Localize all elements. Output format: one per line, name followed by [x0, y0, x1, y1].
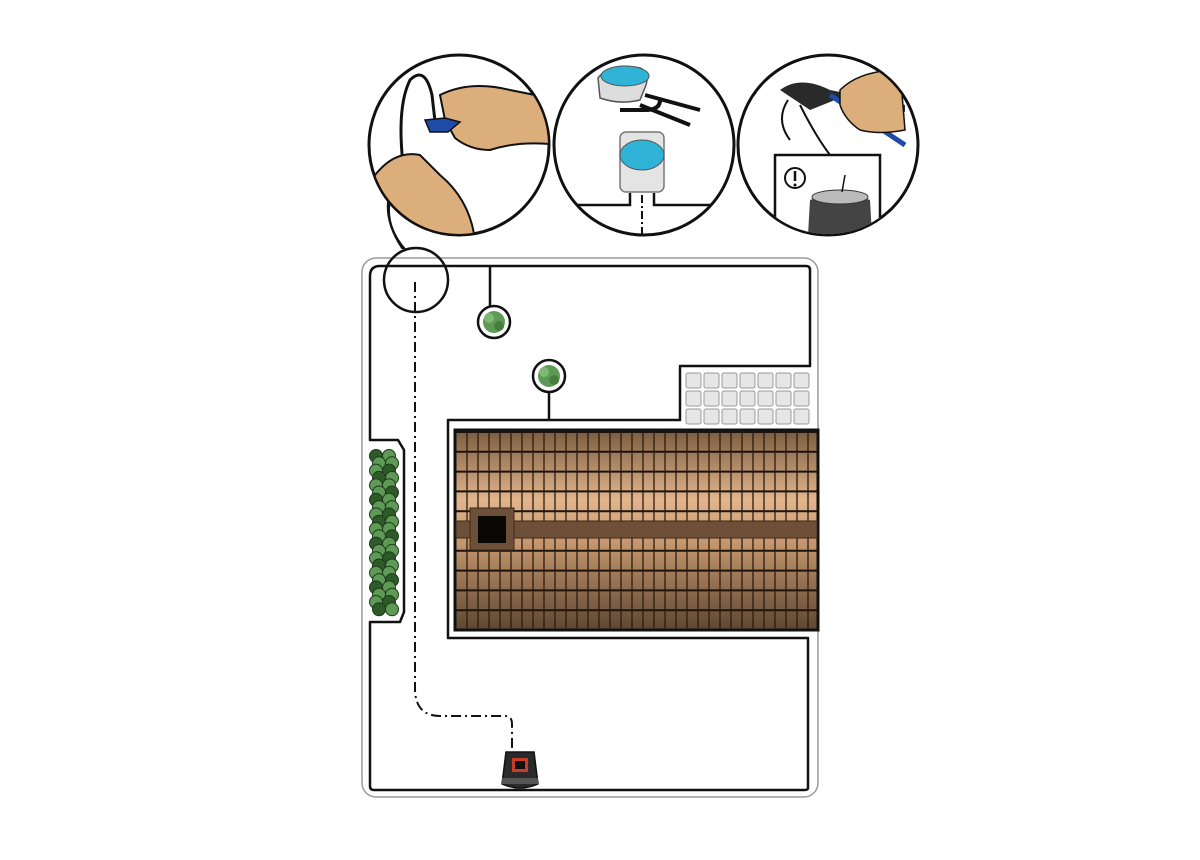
patio-tile: [775, 390, 792, 407]
robotic-mower-icon: [501, 751, 539, 789]
patio-tile: [757, 372, 774, 389]
patio-tile: [685, 390, 702, 407]
patio-tile: [775, 408, 792, 425]
hedge-bush: [372, 602, 386, 617]
wire-stripping-hands-icon: [367, 53, 551, 237]
patio-tile: [757, 408, 774, 425]
patio-tile: [775, 372, 792, 389]
guide-wire-icon: [414, 282, 513, 752]
patio-tile: [703, 390, 720, 407]
roof-ridge: [455, 520, 818, 539]
hedge-icon: [369, 449, 399, 617]
patio-tile: [793, 390, 810, 407]
patio-tile: [703, 408, 720, 425]
wire-connector-icon: [552, 53, 736, 237]
hedge-bush: [385, 602, 399, 617]
patio-tile: [739, 372, 756, 389]
patio-tile: [721, 408, 738, 425]
patio-tile: [739, 390, 756, 407]
tree-icon: [476, 266, 512, 340]
house-roof-icon: [453, 428, 820, 632]
detail-marker: [382, 246, 450, 314]
patio-tile: [793, 372, 810, 389]
patio-tile: [721, 390, 738, 407]
patio-tile: [685, 408, 702, 425]
tree-icon: [531, 358, 567, 420]
patio-tile: [757, 390, 774, 407]
patio-tile: [703, 372, 720, 389]
patio-tile: [739, 408, 756, 425]
boundary-wire-icon: [368, 264, 812, 792]
patio-tile: [793, 408, 810, 425]
patio-tile: [685, 372, 702, 389]
patio-tile: [721, 372, 738, 389]
pliers-crimp-warning-icon: [736, 53, 920, 237]
patio-tiles-icon: [685, 372, 810, 425]
